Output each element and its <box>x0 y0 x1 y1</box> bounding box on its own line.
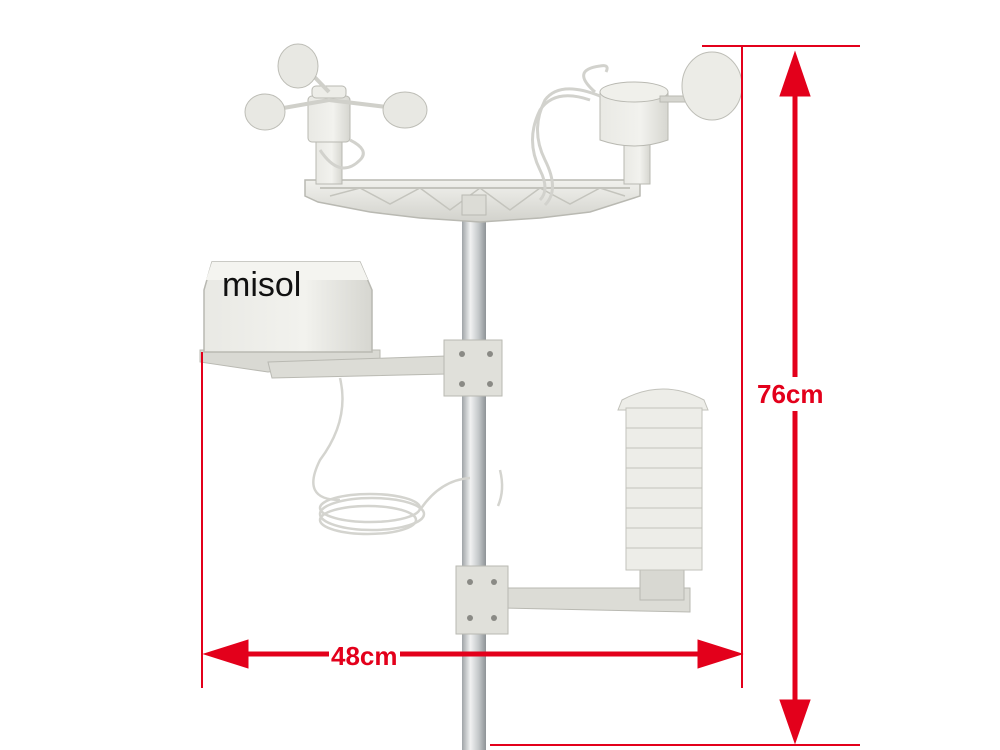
height-dimension-label: 76cm <box>757 377 824 411</box>
wind-vane <box>599 51 743 185</box>
arrow-up-icon <box>779 50 811 97</box>
rain-gauge <box>199 261 503 397</box>
radiation-shield <box>455 388 709 635</box>
arrow-right-icon <box>697 639 744 669</box>
sensor-cable <box>318 64 609 207</box>
arrow-left-icon <box>202 639 249 669</box>
anemometer <box>244 43 428 185</box>
width-dimension <box>201 352 744 688</box>
width-dimension-label: 48cm <box>329 641 400 671</box>
arrow-down-icon <box>779 699 811 745</box>
brand-text: misol <box>222 266 302 304</box>
sensor-cross-arm <box>304 179 641 223</box>
sensor-cable-coil <box>312 377 504 536</box>
